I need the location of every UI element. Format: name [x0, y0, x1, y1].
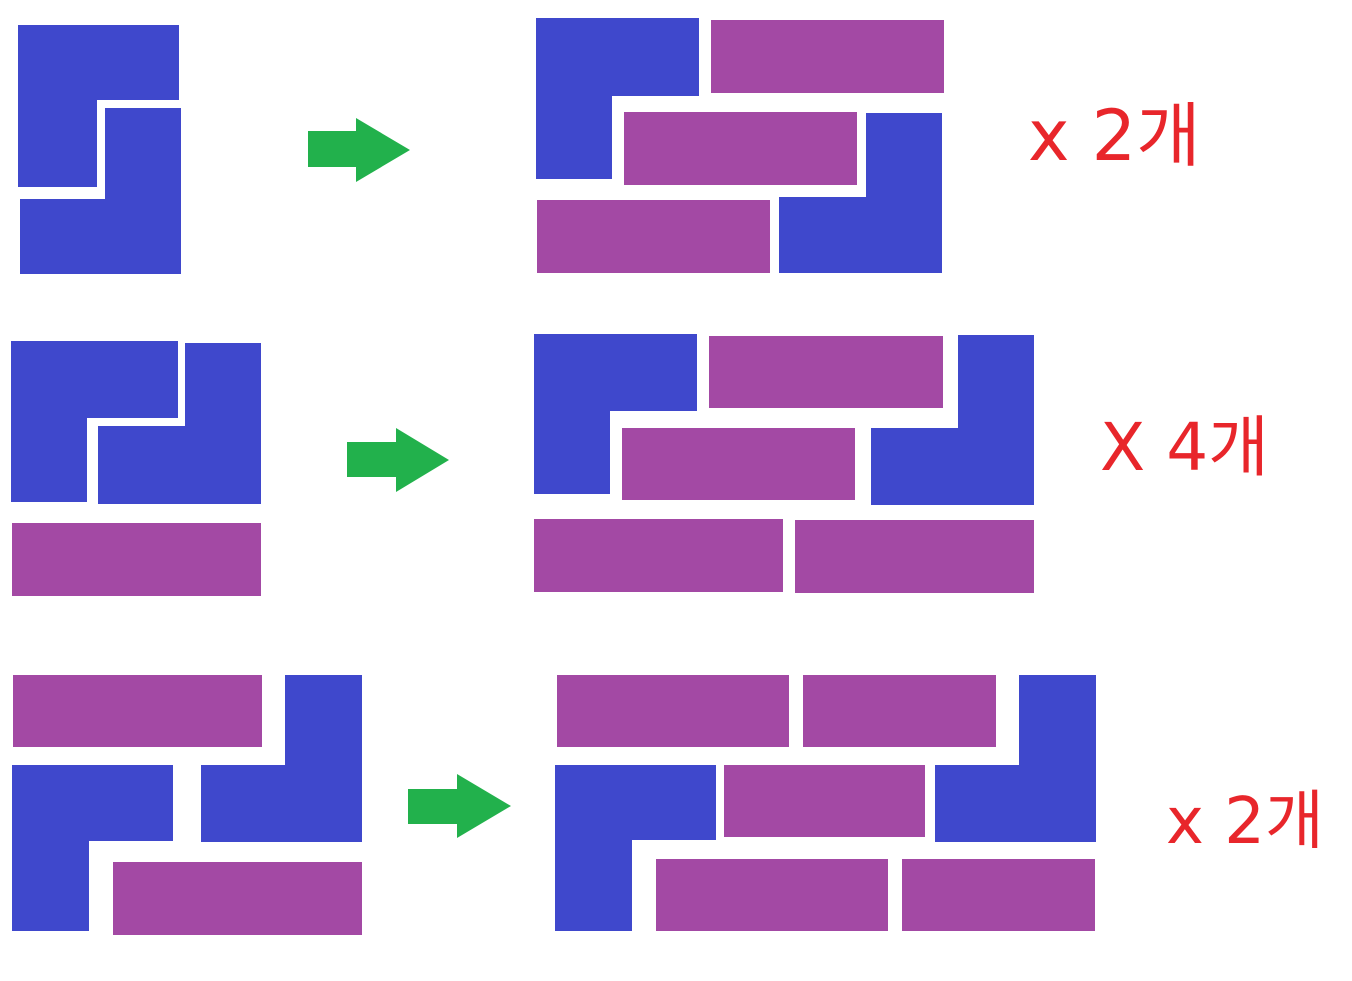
arrow-right-icon: [408, 774, 511, 838]
row-1-result-tiling: [536, 18, 944, 273]
row-3-result-tiling: [555, 675, 1096, 931]
row-3-source-pieces: [12, 675, 362, 935]
row-2-result-bar-middle: [622, 428, 855, 500]
row-3-source-bar-top: [13, 675, 262, 747]
row-2-count-label: X 4개: [1100, 409, 1269, 486]
row-2-source-l-piece-left: [11, 341, 178, 502]
row-2-result-bar-top: [709, 336, 943, 408]
row-2-source-bar: [12, 523, 261, 596]
row-2-result-l-piece-top-left: [534, 334, 697, 494]
row-3-arrow: [408, 774, 511, 838]
row-1-result-bar-top: [711, 20, 944, 93]
row-1-source-pieces: [18, 25, 181, 274]
row-1: x 2개: [18, 18, 1201, 274]
row-2-result-bar-bottom-left: [534, 519, 783, 592]
row-2-result-l-piece-right: [871, 335, 1034, 505]
row-3-count-label: x 2개: [1166, 785, 1324, 859]
row-1-result-l-piece-top-left: [536, 18, 699, 179]
row-3-result-bar-top-left: [557, 675, 789, 747]
row-3-result-bar-bottom-right: [902, 859, 1095, 931]
row-2-source-pieces: [11, 341, 261, 596]
row-3: x 2개: [12, 675, 1324, 935]
row-3-result-bar-bottom-left: [656, 859, 888, 931]
row-3-source-l-piece-left: [12, 765, 173, 931]
row-1-source-l-piece-top: [18, 25, 179, 187]
row-1-result-bar-bottom: [537, 200, 770, 273]
row-2-source-l-piece-right: [98, 343, 261, 504]
row-1-arrow: [308, 118, 410, 182]
arrow-right-icon: [308, 118, 410, 182]
row-3-result-bar-middle: [724, 765, 925, 837]
row-2-arrow: [347, 428, 449, 492]
row-3-source-bar-bottom: [113, 862, 362, 935]
row-1-result-l-piece-bottom-right: [779, 113, 942, 273]
row-1-result-bar-middle: [624, 112, 857, 185]
row-3-result-l-piece-left: [555, 765, 716, 931]
row-1-count-label: x 2개: [1028, 95, 1201, 177]
row-2-result-bar-bottom-right: [795, 520, 1034, 593]
arrow-right-icon: [347, 428, 449, 492]
row-2-result-tiling: [534, 334, 1034, 593]
row-3-result-bar-top-middle: [803, 675, 996, 747]
row-3-result-l-piece-right: [935, 675, 1096, 842]
row-3-source-l-piece-right: [201, 675, 362, 842]
row-1-source-l-piece-bottom: [20, 108, 181, 274]
row-2: X 4개: [11, 334, 1269, 596]
